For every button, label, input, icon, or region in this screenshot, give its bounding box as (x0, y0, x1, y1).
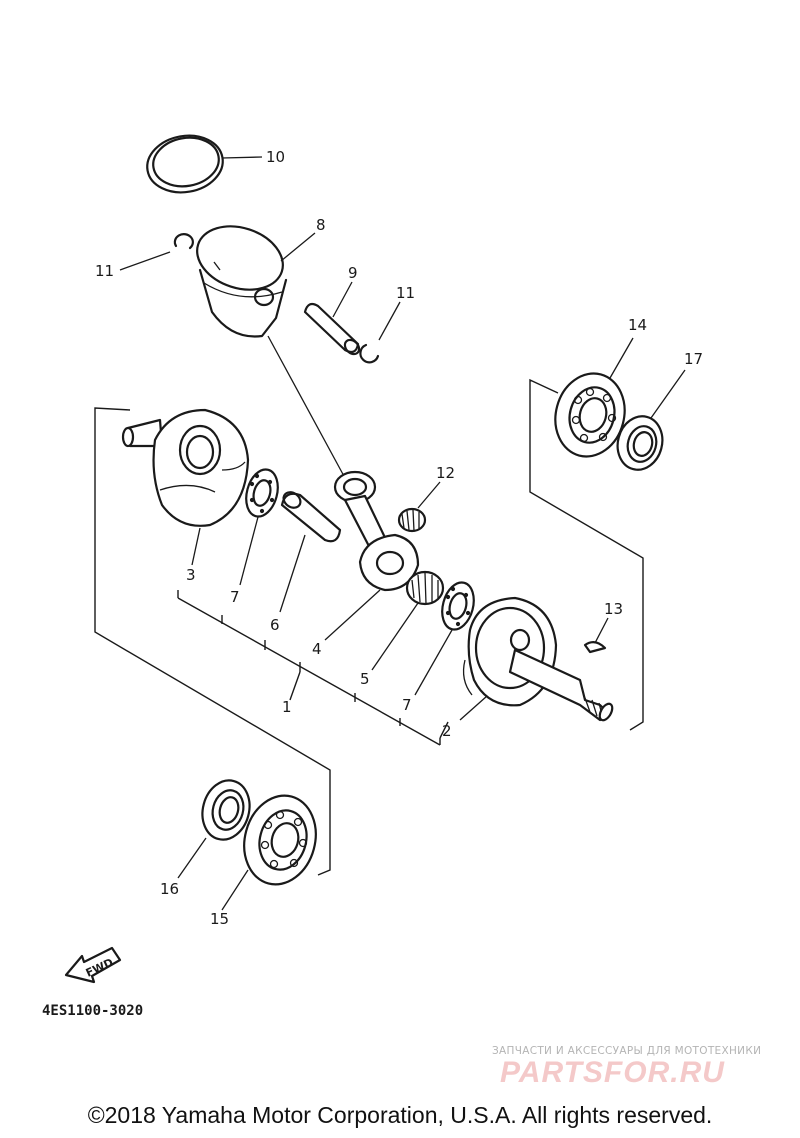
fwd-arrow-icon: FWD (64, 946, 122, 984)
callout-12: 12 (436, 464, 455, 482)
piston-pin (303, 302, 361, 356)
callout-15: 15 (210, 910, 229, 928)
watermark-subtitle: ЗАПЧАСТИ И АКСЕССУАРЫ ДЛЯ МОТОТЕХНИКИ (492, 1045, 762, 1057)
copyright-notice: ©2018 Yamaha Motor Corporation, U.S.A. A… (87, 1102, 713, 1128)
circlip-left (173, 233, 194, 250)
woodruff-key (583, 641, 607, 654)
callout-9: 9 (348, 264, 358, 282)
callout-1: 1 (282, 698, 292, 716)
small-end-bearing (397, 507, 427, 533)
callout-7-left: 7 (230, 588, 240, 606)
callout-10: 10 (266, 148, 285, 166)
crank-wheel-right (462, 596, 614, 722)
callout-16: 16 (160, 880, 179, 898)
watermark-logo: PARTSFOR.RU (500, 1056, 725, 1089)
callout-labels: 10 8 11 9 11 14 17 12 3 7 13 6 4 5 1 7 2… (95, 148, 703, 928)
callout-7-right: 7 (402, 696, 412, 714)
circlip-right (359, 343, 380, 364)
piston (196, 225, 288, 338)
callout-3: 3 (186, 566, 196, 584)
callout-2: 2 (442, 722, 452, 740)
crank-pin (280, 491, 342, 543)
callout-5: 5 (360, 670, 370, 688)
callout-8: 8 (316, 216, 326, 234)
connecting-rod (333, 470, 420, 592)
callout-11-right: 11 (396, 284, 415, 302)
assembly-bracket-lines (94, 378, 644, 876)
bearing-left (243, 794, 317, 886)
callout-13: 13 (604, 600, 623, 618)
piston-ring (146, 134, 224, 194)
drawing-code: 4ES1100-3020 (42, 1003, 143, 1019)
callout-17: 17 (684, 350, 703, 368)
oil-seal-right (616, 415, 664, 471)
callout-6: 6 (270, 616, 280, 634)
oil-seal-left (201, 779, 251, 841)
crank-wheel-left (121, 408, 250, 527)
callout-11-left: 11 (95, 262, 114, 280)
thrust-washer-right (441, 581, 475, 631)
bearing-right (554, 372, 626, 458)
thrust-washer-left (245, 468, 279, 518)
callout-14: 14 (628, 316, 647, 334)
callout-4: 4 (312, 640, 322, 658)
big-end-bearing (405, 570, 445, 606)
